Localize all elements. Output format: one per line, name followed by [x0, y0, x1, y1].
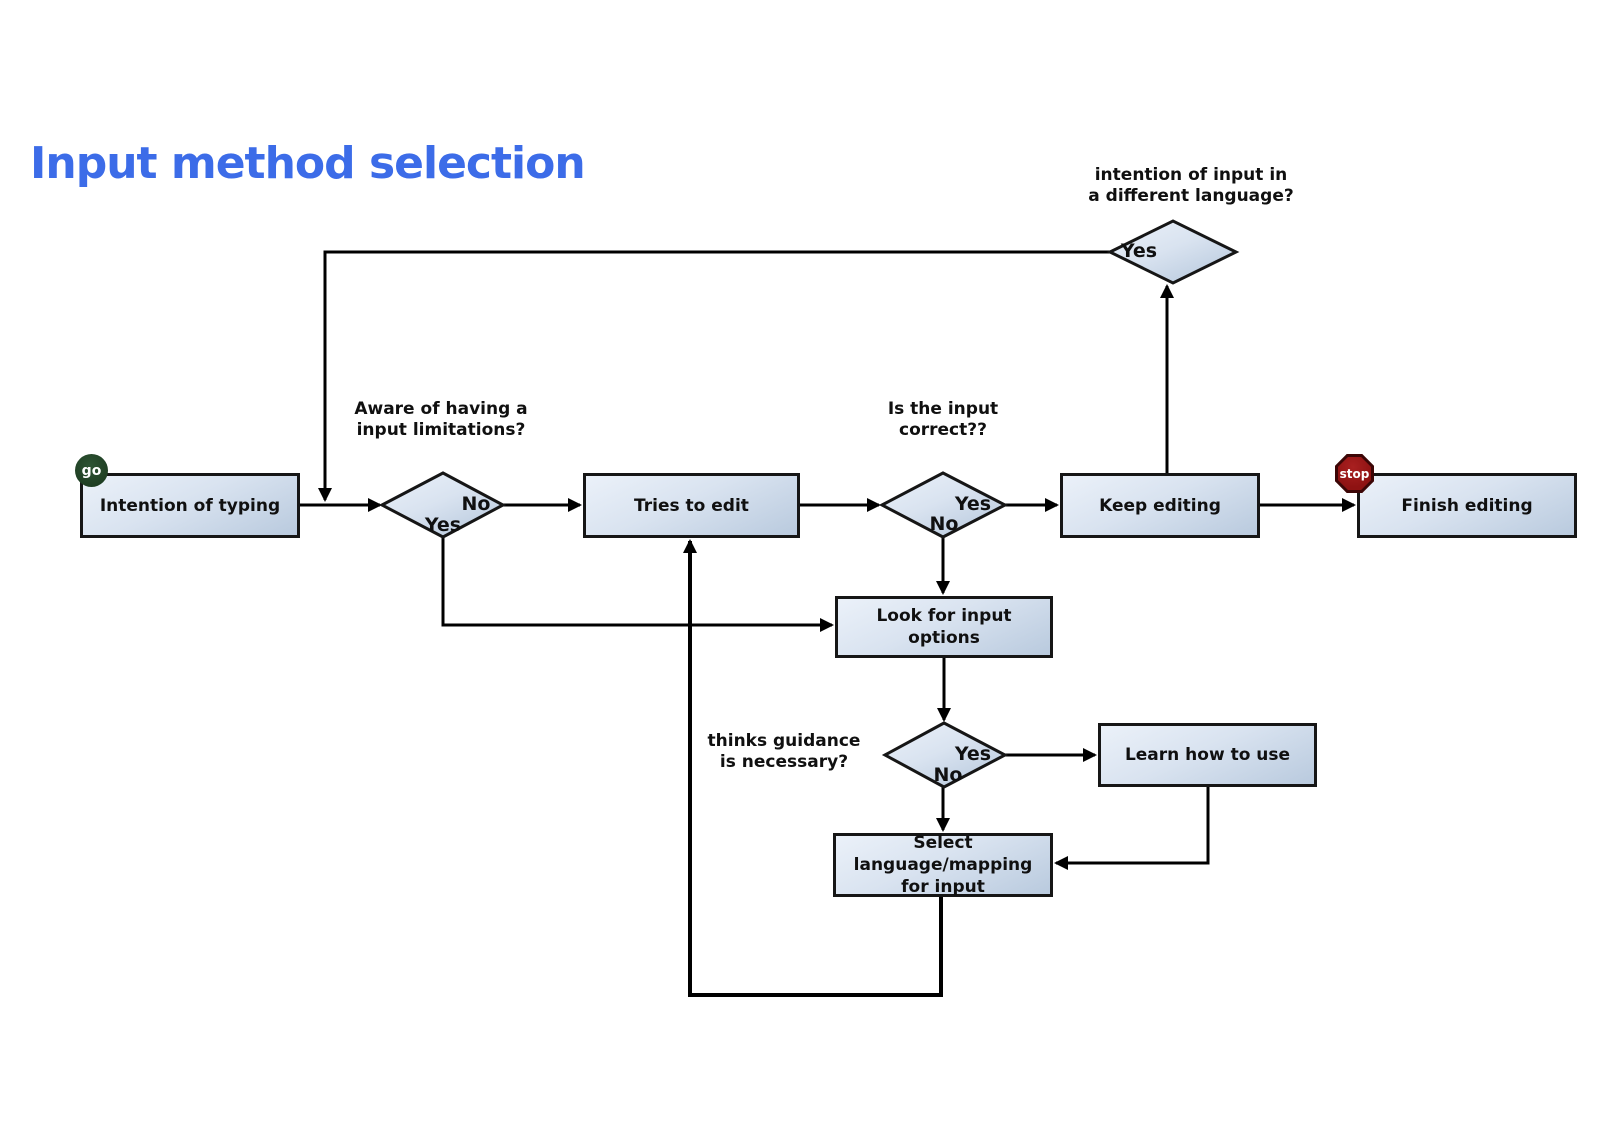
stop-badge-label: stop: [1339, 466, 1370, 481]
stop-badge: stop: [1335, 454, 1374, 493]
connector-language-yes-loop: [318, 250, 1110, 502]
edge-label-guidance-yes: Yes: [954, 743, 992, 765]
connector-aware-yes-to-look: [441, 537, 834, 632]
edge-label-aware-yes: Yes: [424, 514, 462, 536]
decision-guidance-diamond: [881, 721, 1009, 789]
node-keep-editing: Keep editing: [1060, 473, 1260, 538]
edge-label-aware-no: No: [461, 493, 491, 515]
decision-aware-diamond: [378, 471, 507, 539]
connector-select-loop-to-tries: [683, 539, 943, 997]
node-label: Select language/mapping for input: [853, 833, 1033, 897]
node-label: Finish editing: [1401, 495, 1533, 516]
edge-label-correct-yes: Yes: [954, 493, 992, 515]
edge-label-correct-no: No: [929, 513, 959, 535]
go-badge: go: [75, 454, 108, 487]
edge-label-guidance-no: No: [933, 764, 963, 786]
node-finish-editing: Finish editing: [1357, 473, 1577, 538]
decision-language-question: intention of input in a different langua…: [1088, 165, 1294, 206]
decision-aware-question: Aware of having a input limitations?: [354, 399, 528, 440]
go-badge-label: go: [81, 462, 102, 479]
decision-guidance-question: thinks guidance is necessary?: [707, 731, 861, 772]
node-label: Learn how to use: [1124, 745, 1291, 765]
stop-badge-inner: stop: [1338, 457, 1371, 490]
node-label: Keep editing: [1099, 495, 1221, 516]
decision-correct-diamond: [878, 471, 1009, 539]
node-learn-how-to-use: Learn how to use: [1098, 723, 1317, 787]
node-label: Look for input options: [876, 606, 1012, 648]
node-label: Tries to edit: [634, 495, 749, 516]
decision-correct-question: Is the input correct??: [887, 399, 999, 440]
node-intention-of-typing: Intention of typing: [80, 473, 300, 538]
node-look-for-input-options: Look for input options: [835, 596, 1053, 658]
connector-learn-to-select: [1054, 787, 1210, 870]
node-tries-to-edit: Tries to edit: [583, 473, 800, 538]
decision-language-diamond: [1106, 219, 1240, 285]
edge-label-language-yes: Yes: [1120, 240, 1158, 262]
node-select-language-mapping: Select language/mapping for input: [833, 833, 1053, 897]
page-title: Input method selection: [30, 138, 586, 189]
node-label: Intention of typing: [99, 495, 281, 516]
